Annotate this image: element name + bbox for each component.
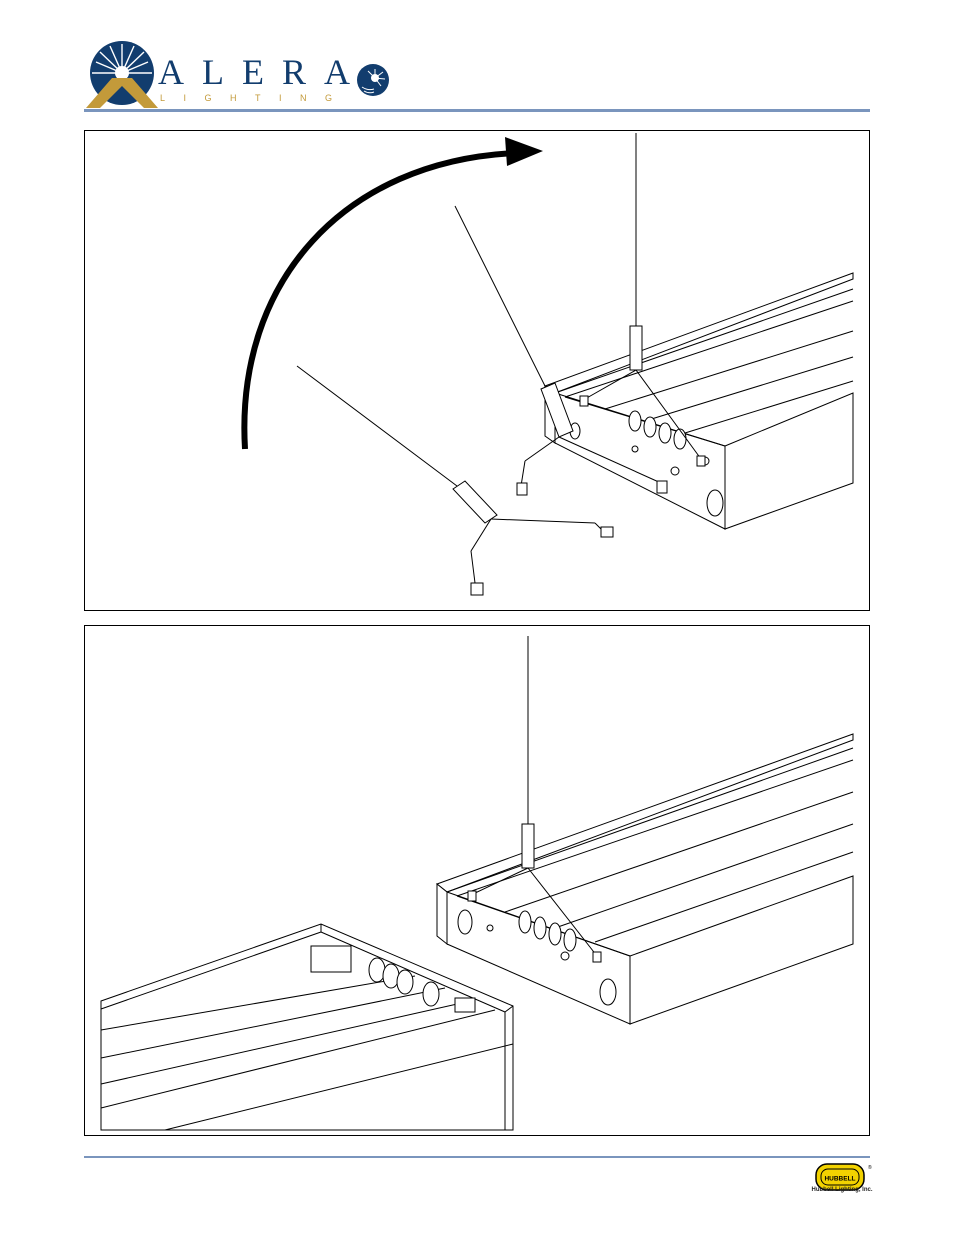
sun-globe-badge-icon [356, 63, 390, 97]
company-name: Hubbell Lighting, Inc. [802, 1187, 882, 1193]
alera-sunburst-logo-icon [82, 38, 162, 108]
hubbell-logo-mark: HUBBELL [824, 1176, 855, 1183]
brand-subtitle: LIGHTING [160, 92, 351, 104]
illustration-aligned-fixtures [85, 626, 869, 1135]
header-rule [84, 109, 870, 112]
fixture-body [545, 273, 853, 529]
rotation-arrowhead [505, 137, 543, 166]
illustration-rotate-fixture [85, 131, 869, 610]
rotation-arrow [244, 153, 515, 449]
installation-step-panel-align [84, 625, 870, 1136]
fixture-body-right [437, 734, 853, 1024]
registered-mark: ® [868, 1164, 872, 1171]
installation-step-panel-rotate [84, 130, 870, 611]
footer-rule [84, 1156, 870, 1158]
fixture-body-left [101, 924, 513, 1130]
brand-name: ALERA [158, 52, 368, 92]
